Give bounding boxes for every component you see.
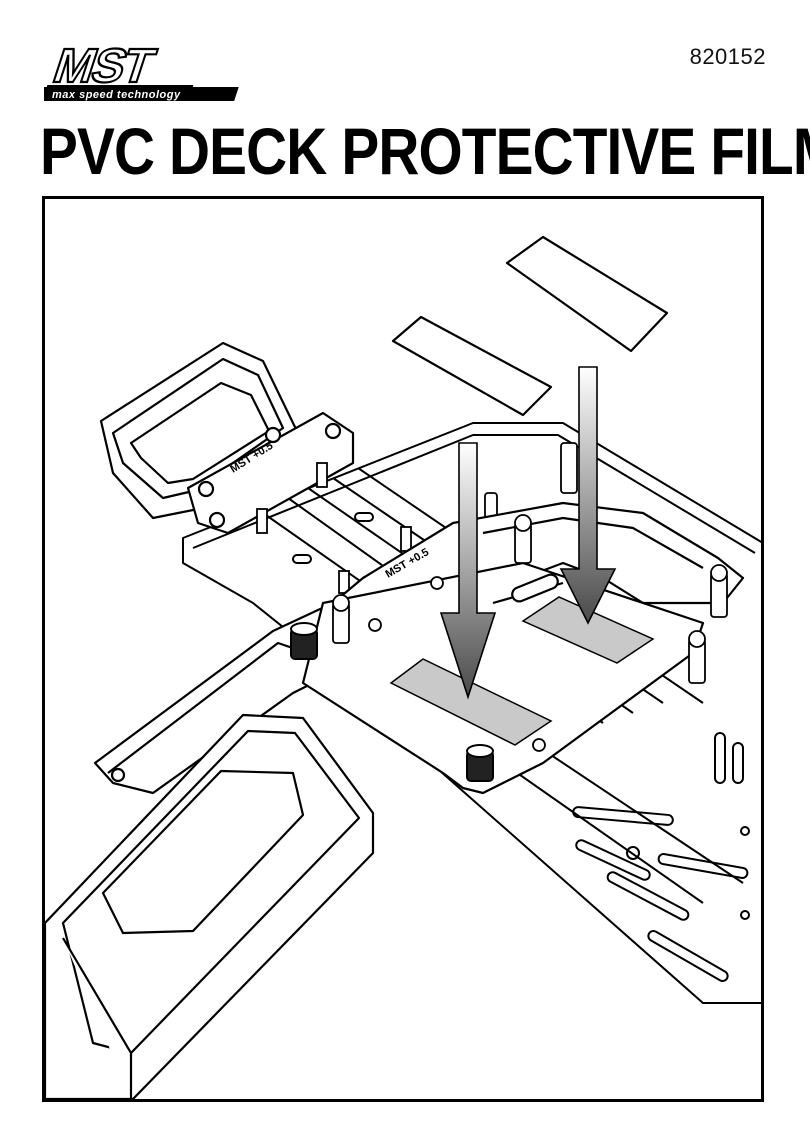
placement-arrows <box>439 366 617 700</box>
battery-pack <box>45 713 375 1099</box>
page-title: PVC DECK PROTECTIVE FILM <box>40 114 810 188</box>
arrow-left <box>439 442 497 700</box>
logo-tagline: max speed technology <box>52 89 181 101</box>
film-sheet-left <box>391 315 553 417</box>
applied-film-right <box>521 596 655 664</box>
mst-logo: MST max speed technology <box>38 38 244 104</box>
front-bulkhead: MST +0.5 <box>99 341 355 535</box>
logo-wordmark: MST <box>47 40 162 93</box>
chassis-illustration: MST +0.5 MST +0.5 <box>45 235 761 1099</box>
film-sheet-right <box>505 235 669 353</box>
loose-films <box>391 235 669 417</box>
arrow-right <box>559 366 617 625</box>
applied-film-left <box>389 658 553 746</box>
illustration-frame: MST +0.5 MST +0.5 <box>42 196 764 1102</box>
applied-films <box>389 596 655 746</box>
brace-posts <box>332 514 728 752</box>
part-number: 820152 <box>689 44 766 69</box>
